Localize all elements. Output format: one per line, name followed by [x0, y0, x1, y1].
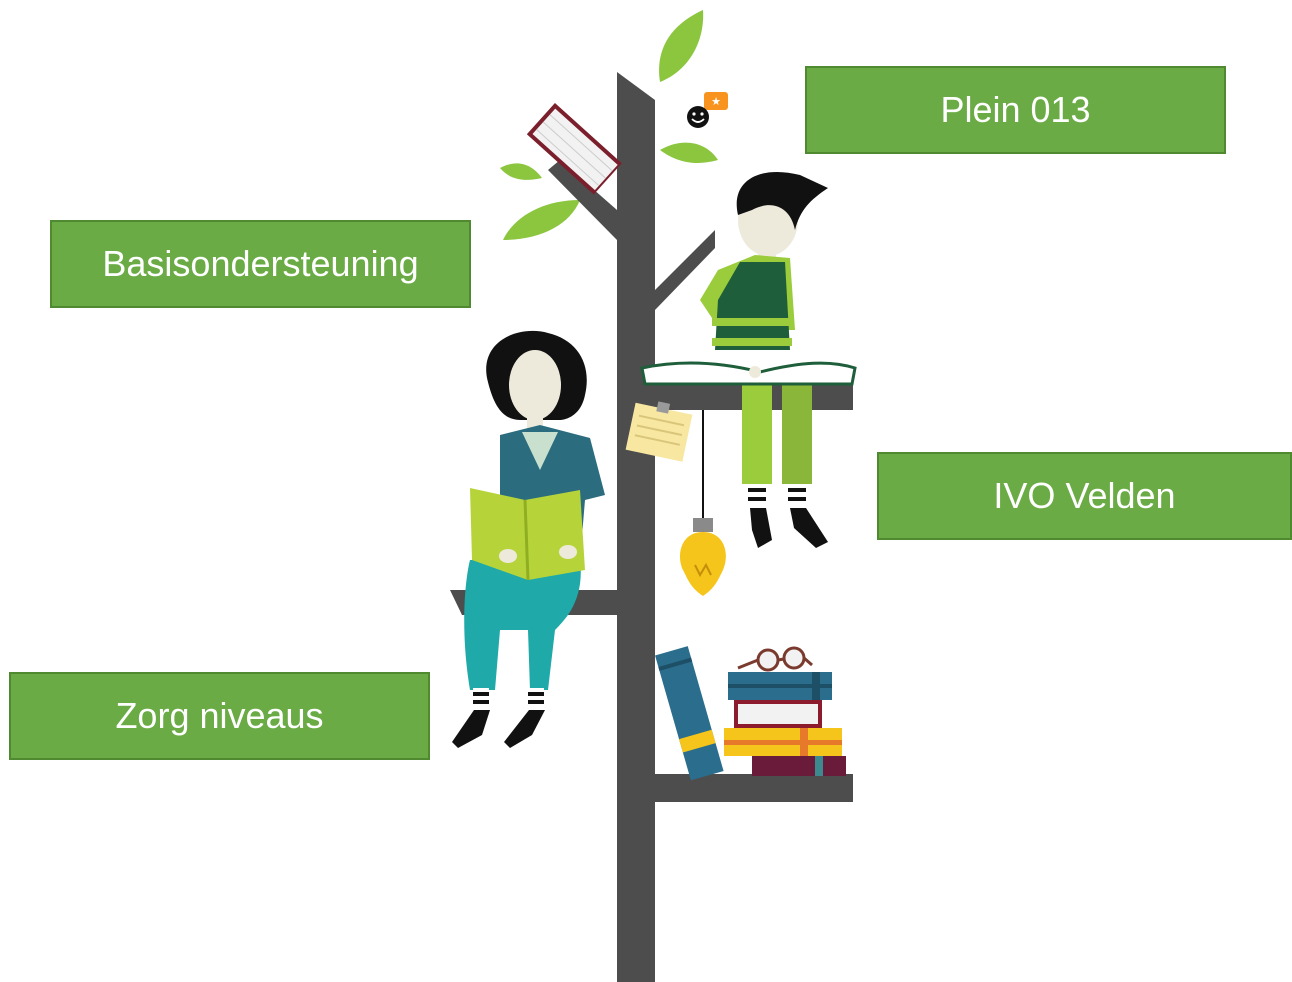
- chat-smiley-icon: ★: [687, 92, 728, 128]
- open-book-boy: [640, 361, 857, 386]
- boy-sock-right: [788, 484, 806, 508]
- boy-leg-left: [742, 382, 772, 484]
- leaning-book: [655, 646, 724, 781]
- svg-text:★: ★: [711, 95, 721, 108]
- ivo-velden-label: IVO Velden: [993, 475, 1176, 516]
- plein-013-label: Plein 013: [940, 89, 1091, 130]
- leaf-left-upper: [500, 163, 542, 180]
- leaves: [500, 10, 718, 240]
- boy-reading: [640, 171, 857, 548]
- boy-shoe-left: [750, 508, 772, 548]
- zorg-niveaus-box[interactable]: Zorg niveaus: [9, 672, 430, 760]
- boy-shoe-right: [790, 508, 828, 548]
- girl-sock-left: [473, 688, 489, 710]
- plein-013-box[interactable]: Plein 013: [805, 66, 1226, 154]
- girl-shoe-right: [504, 710, 545, 748]
- book-stack: [724, 672, 846, 776]
- boy-hair: [736, 171, 828, 230]
- boy-leg-right: [782, 382, 812, 484]
- tree-trunk: [617, 72, 655, 982]
- zorg-niveaus-label: Zorg niveaus: [115, 695, 324, 736]
- shelf-books: [655, 774, 853, 802]
- basisondersteuning-box[interactable]: Basisondersteuning: [50, 220, 471, 308]
- girl-shoe-left: [452, 710, 490, 748]
- girl-reading: [452, 330, 605, 748]
- leaf-top: [659, 10, 704, 82]
- branch-upper-right: [655, 230, 715, 310]
- leaf-right: [660, 142, 718, 163]
- light-bulb-icon: [680, 410, 726, 596]
- tilted-book: [526, 103, 622, 195]
- boy-vest: [715, 262, 790, 350]
- basisondersteuning-label: Basisondersteuning: [102, 243, 419, 284]
- boy-stripe-2: [712, 338, 792, 346]
- glasses-icon: [737, 646, 813, 672]
- branch-upper-left: [548, 160, 617, 240]
- sticky-note: [625, 401, 693, 462]
- leaf-left-lower: [503, 200, 580, 240]
- girl-legs: [464, 560, 581, 690]
- girl-face: [509, 350, 561, 420]
- girl-sock-right: [528, 688, 544, 710]
- boy-stripe-1: [712, 318, 792, 326]
- ivo-velden-box[interactable]: IVO Velden: [877, 452, 1292, 540]
- boy-sock-left: [748, 484, 766, 508]
